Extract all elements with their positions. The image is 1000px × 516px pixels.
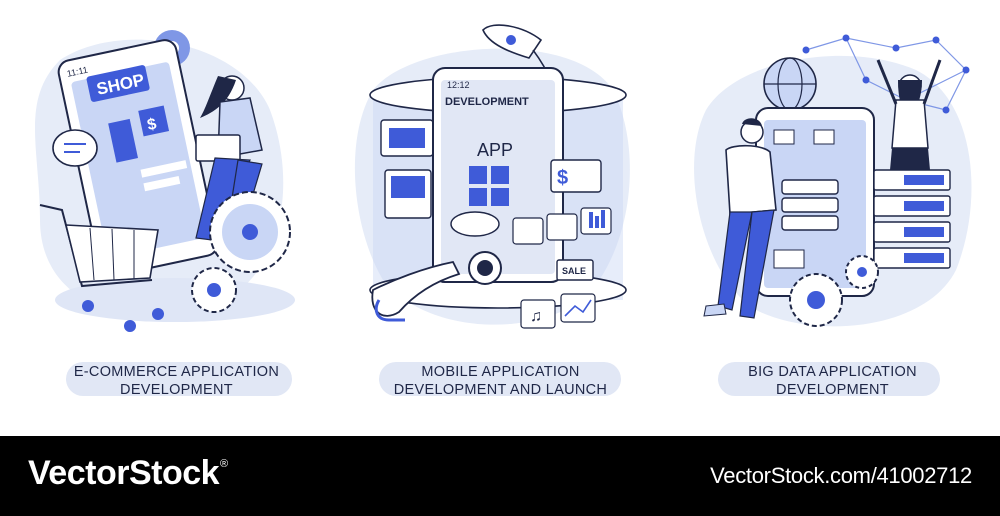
caption-line: DEVELOPMENT AND LAUNCH <box>393 382 608 398</box>
development-title: DEVELOPMENT <box>445 96 529 108</box>
svg-text:♫: ♫ <box>530 308 542 325</box>
panel-mobile: 12:12 DEVELOPMENT APP $ <box>333 0 666 436</box>
caption-highlight <box>718 362 940 396</box>
woman-with-raised-arms <box>876 59 942 170</box>
brand-name: VectorStock <box>28 454 220 492</box>
caption-highlight <box>379 362 621 396</box>
caption-mobile: MOBILE APPLICATION DEVELOPMENT AND LAUNC… <box>334 363 667 399</box>
feature-icons-strip <box>512 207 612 245</box>
caption-line: DEVELOPMENT <box>776 382 889 398</box>
pointing-hand <box>371 260 461 322</box>
cloud-icon <box>450 211 500 237</box>
price-card: $ <box>550 159 602 193</box>
price-symbol: $ <box>557 167 568 189</box>
caption-line: BIG DATA APPLICATION <box>748 364 917 380</box>
mobile-app-illustration: 12:12 DEVELOPMENT APP $ <box>354 24 630 329</box>
ecommerce-illustration: 11:11 SHOP $ <box>35 30 295 332</box>
caption-bigdata: BIG DATA APPLICATION DEVELOPMENT <box>666 363 999 399</box>
watermark-footer: VectorStock® VectorStock.com/41002712 <box>0 436 1000 516</box>
sale-label: SALE <box>562 266 586 276</box>
big-data-illustration <box>694 34 972 327</box>
gear-icon <box>191 191 291 313</box>
illustration-canvas: 11:11 SHOP $ <box>0 0 999 436</box>
panel-bigdata: BIG DATA APPLICATION DEVELOPMENT <box>666 0 999 436</box>
globe-icon <box>763 57 817 111</box>
gear-icon <box>789 255 879 327</box>
chat-bubble-icon <box>52 129 98 167</box>
server-rack <box>873 169 951 269</box>
price-symbol: $ <box>146 116 158 134</box>
caption-line: DEVELOPMENT <box>120 382 233 398</box>
sale-tag: SALE <box>556 259 594 281</box>
panel-ecommerce: 11:11 SHOP $ <box>0 0 333 436</box>
phone-time: 11:11 <box>66 65 89 79</box>
phone-shop: 11:11 SHOP $ <box>57 39 219 277</box>
man-holding-server <box>703 118 777 319</box>
caption-highlight <box>66 362 292 396</box>
caption-line: MOBILE APPLICATION <box>421 364 580 380</box>
phone-time: 12:12 <box>447 80 470 90</box>
registered-mark: ® <box>220 458 228 470</box>
image-url[interactable]: VectorStock.com/41002712 <box>710 463 972 488</box>
vectorstock-logo[interactable]: VectorStock® <box>28 454 228 493</box>
shopping-cart-icon <box>39 204 164 332</box>
music-note-icon: ♫ <box>520 293 596 329</box>
phone-development: 12:12 DEVELOPMENT APP <box>432 67 564 285</box>
app-label: APP <box>477 140 513 160</box>
caption-ecommerce: E-COMMERCE APPLICATION DEVELOPMENT <box>10 363 343 399</box>
database-server-icon <box>781 179 839 231</box>
woman-with-laptop <box>195 75 263 241</box>
caption-line: E-COMMERCE APPLICATION <box>73 364 280 380</box>
